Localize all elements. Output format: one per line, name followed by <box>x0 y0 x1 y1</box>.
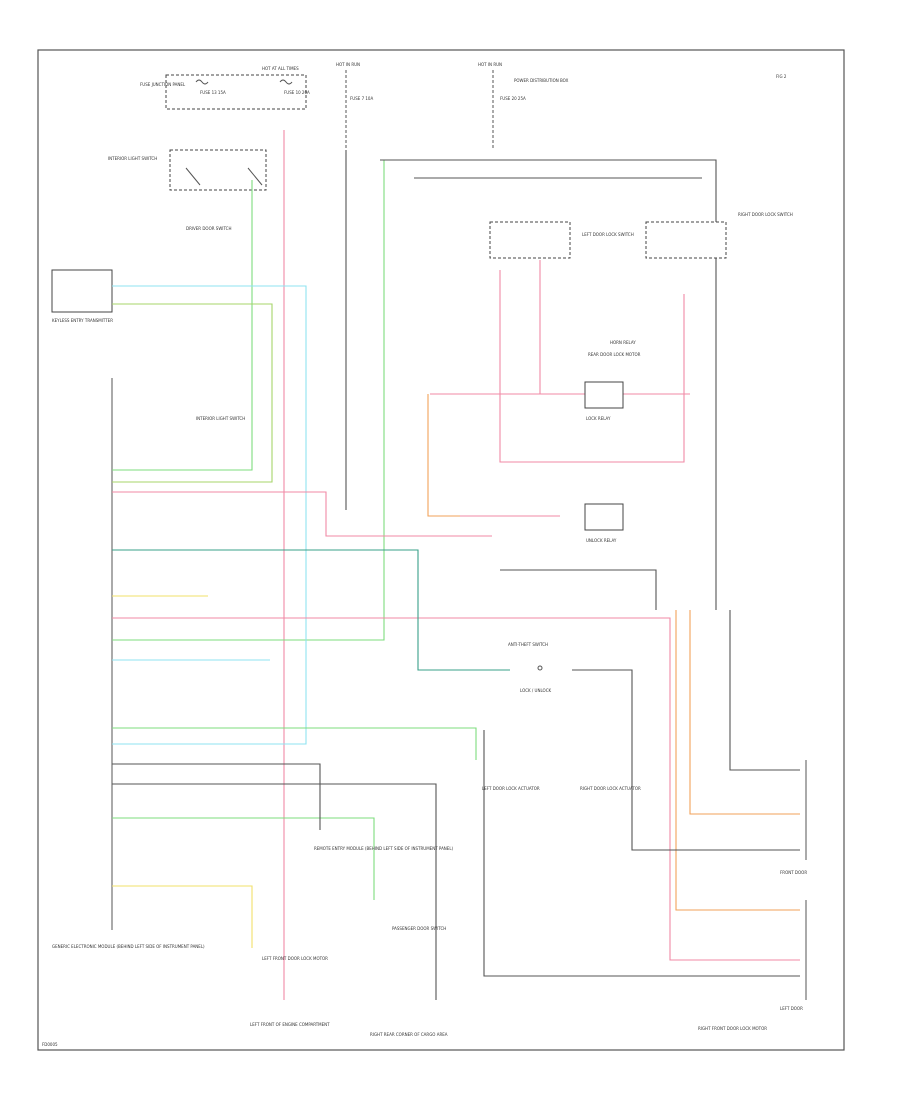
passenger-door-switch: PASSENGER DOOR SWITCH <box>392 926 446 931</box>
wire-green-3 <box>112 727 477 760</box>
right-door-connectors: FRONT DOOR LEFT DOOR <box>780 760 807 1011</box>
wire-black-2 <box>112 783 437 1000</box>
hot-in-run-fuse-2: HOT IN RUN POWER DISTRIBUTION BOX FUSE 2… <box>478 62 569 148</box>
wire-pink-2 <box>112 617 800 961</box>
svg-text:RIGHT DOOR LOCK SWITCH: RIGHT DOOR LOCK SWITCH <box>738 212 793 217</box>
driver-lock-actuator: LEFT DOOR LOCK ACTUATOR <box>482 786 540 791</box>
interior-light-switch: INTERIOR LIGHT SWITCH DRIVER DOOR SWITCH <box>108 149 267 231</box>
wire-green-yellow <box>112 303 273 483</box>
svg-text:LEFT DOOR: LEFT DOOR <box>780 1006 803 1011</box>
svg-text:LEFT FRONT OF ENGINE COMPARTME: LEFT FRONT OF ENGINE COMPARTMENT <box>250 1022 330 1027</box>
svg-text:RIGHT REAR CORNER OF CARGO ARE: RIGHT REAR CORNER OF CARGO AREA <box>370 1032 448 1037</box>
svg-text:FUSE 20 25A: FUSE 20 25A <box>500 96 526 101</box>
generic-electronic-module: GENERIC ELECTRONIC MODULE (BEHIND LEFT S… <box>52 378 205 949</box>
fuse-symbol-b <box>279 79 293 85</box>
svg-text:GENERIC ELECTRONIC MODULE (BEH: GENERIC ELECTRONIC MODULE (BEHIND LEFT S… <box>52 944 205 949</box>
wire-pink-1 <box>112 491 492 537</box>
svg-text:RIGHT DOOR LOCK ACTUATOR: RIGHT DOOR LOCK ACTUATOR <box>580 786 641 791</box>
fuse-junction-panel: FUSE JUNCTION PANEL HOT AT ALL TIMES FUS… <box>140 66 310 110</box>
svg-text:HOT IN RUN: HOT IN RUN <box>336 62 360 67</box>
svg-text:FUSE 7 10A: FUSE 7 10A <box>350 96 373 101</box>
ground-left: LEFT FRONT OF ENGINE COMPARTMENT <box>250 1022 330 1027</box>
svg-text:HOT AT ALL TIMES: HOT AT ALL TIMES <box>262 66 299 71</box>
passenger-lock-actuator: RIGHT DOOR LOCK ACTUATOR <box>580 786 641 791</box>
svg-text:LEFT DOOR LOCK ACTUATOR: LEFT DOOR LOCK ACTUATOR <box>482 786 540 791</box>
interior-light-switch-2: INTERIOR LIGHT SWITCH <box>196 416 245 421</box>
wire-green-4 <box>112 817 375 900</box>
wire-black-right-1 <box>380 159 717 610</box>
wires <box>112 130 800 1000</box>
wire-green-2 <box>112 160 385 641</box>
wire-yellow-2 <box>112 885 253 948</box>
svg-text:RIGHT FRONT DOOR LOCK MOTOR: RIGHT FRONT DOOR LOCK MOTOR <box>698 1026 767 1031</box>
svg-text:REMOTE ENTRY MODULE (BEHIND LE: REMOTE ENTRY MODULE (BEHIND LEFT SIDE OF… <box>314 846 454 851</box>
svg-text:INTERIOR LIGHT SWITCH: INTERIOR LIGHT SWITCH <box>196 416 245 421</box>
wire-black-right-6 <box>729 610 800 771</box>
svg-text:FRONT DOOR: FRONT DOOR <box>780 870 807 875</box>
fig-number: FIG 2 <box>776 74 787 79</box>
svg-text:LOCK RELAY: LOCK RELAY <box>586 416 611 421</box>
rear-door-lock-motor: REAR DOOR LOCK MOTOR HORN RELAY <box>588 340 641 357</box>
svg-text:REAR DOOR LOCK MOTOR: REAR DOOR LOCK MOTOR <box>588 352 641 357</box>
svg-text:HORN RELAY: HORN RELAY <box>610 340 636 345</box>
remote-entry-module: REMOTE ENTRY MODULE (BEHIND LEFT SIDE OF… <box>314 846 454 851</box>
svg-text:LEFT DOOR LOCK SWITCH: LEFT DOOR LOCK SWITCH <box>582 232 634 237</box>
front-door-lock-motor-left: LEFT FRONT DOOR LOCK MOTOR <box>262 956 328 961</box>
svg-text:ANTI-THEFT SWITCH: ANTI-THEFT SWITCH <box>508 642 548 647</box>
svg-text:KEYLESS ENTRY TRANSMITTER: KEYLESS ENTRY TRANSMITTER <box>52 318 113 323</box>
wire-black-right-3 <box>500 569 657 610</box>
fuse-symbol-a <box>195 79 209 85</box>
lock-relay: LOCK RELAY <box>584 381 624 421</box>
svg-text:LOCK / UNLOCK: LOCK / UNLOCK <box>520 688 551 693</box>
rear-ground: RIGHT FRONT DOOR LOCK MOTOR <box>698 1026 767 1031</box>
lock-unlock-switch: ANTI-THEFT SWITCH LOCK / UNLOCK <box>508 642 551 693</box>
wire-orange-right <box>675 610 800 911</box>
left-door-lock-switch: LEFT DOOR LOCK SWITCH <box>489 221 634 259</box>
keyless-entry-transmitter: KEYLESS ENTRY TRANSMITTER <box>51 269 113 323</box>
wire-black-right-4 <box>483 730 800 977</box>
ground-right-bottom: RIGHT REAR CORNER OF CARGO AREA <box>370 1032 448 1037</box>
wire-green-1 <box>112 180 253 471</box>
wire-orange <box>427 394 560 517</box>
svg-text:POWER DISTRIBUTION BOX: POWER DISTRIBUTION BOX <box>514 78 569 83</box>
wire-red-2 <box>499 270 685 463</box>
wire-black-right-5 <box>572 669 800 851</box>
hot-in-run-fuse-1: HOT IN RUN FUSE 7 10A <box>336 62 373 150</box>
wire-cyan-1 <box>112 285 307 745</box>
svg-text:UNLOCK RELAY: UNLOCK RELAY <box>586 538 617 543</box>
svg-text:FUSE 13 15A: FUSE 13 15A <box>200 90 226 95</box>
svg-text:HOT IN RUN: HOT IN RUN <box>478 62 502 67</box>
svg-text:INTERIOR LIGHT SWITCH: INTERIOR LIGHT SWITCH <box>108 156 157 161</box>
svg-text:FUSE JUNCTION PANEL: FUSE JUNCTION PANEL <box>140 82 186 87</box>
wire-black-1 <box>112 763 321 830</box>
wire-teal <box>112 549 510 671</box>
diagram-border <box>37 49 845 1051</box>
svg-text:FUSE 10 20A: FUSE 10 20A <box>284 90 310 95</box>
wire-orange-right-2 <box>689 610 800 815</box>
right-door-lock-switch: RIGHT DOOR LOCK SWITCH <box>645 212 793 259</box>
svg-text:DRIVER DOOR SWITCH: DRIVER DOOR SWITCH <box>186 226 231 231</box>
diagram-code: FD0005 <box>42 1042 58 1047</box>
svg-text:LEFT FRONT DOOR LOCK MOTOR: LEFT FRONT DOOR LOCK MOTOR <box>262 956 328 961</box>
svg-text:PASSENGER DOOR SWITCH: PASSENGER DOOR SWITCH <box>392 926 446 931</box>
unlock-relay: UNLOCK RELAY <box>584 503 624 543</box>
